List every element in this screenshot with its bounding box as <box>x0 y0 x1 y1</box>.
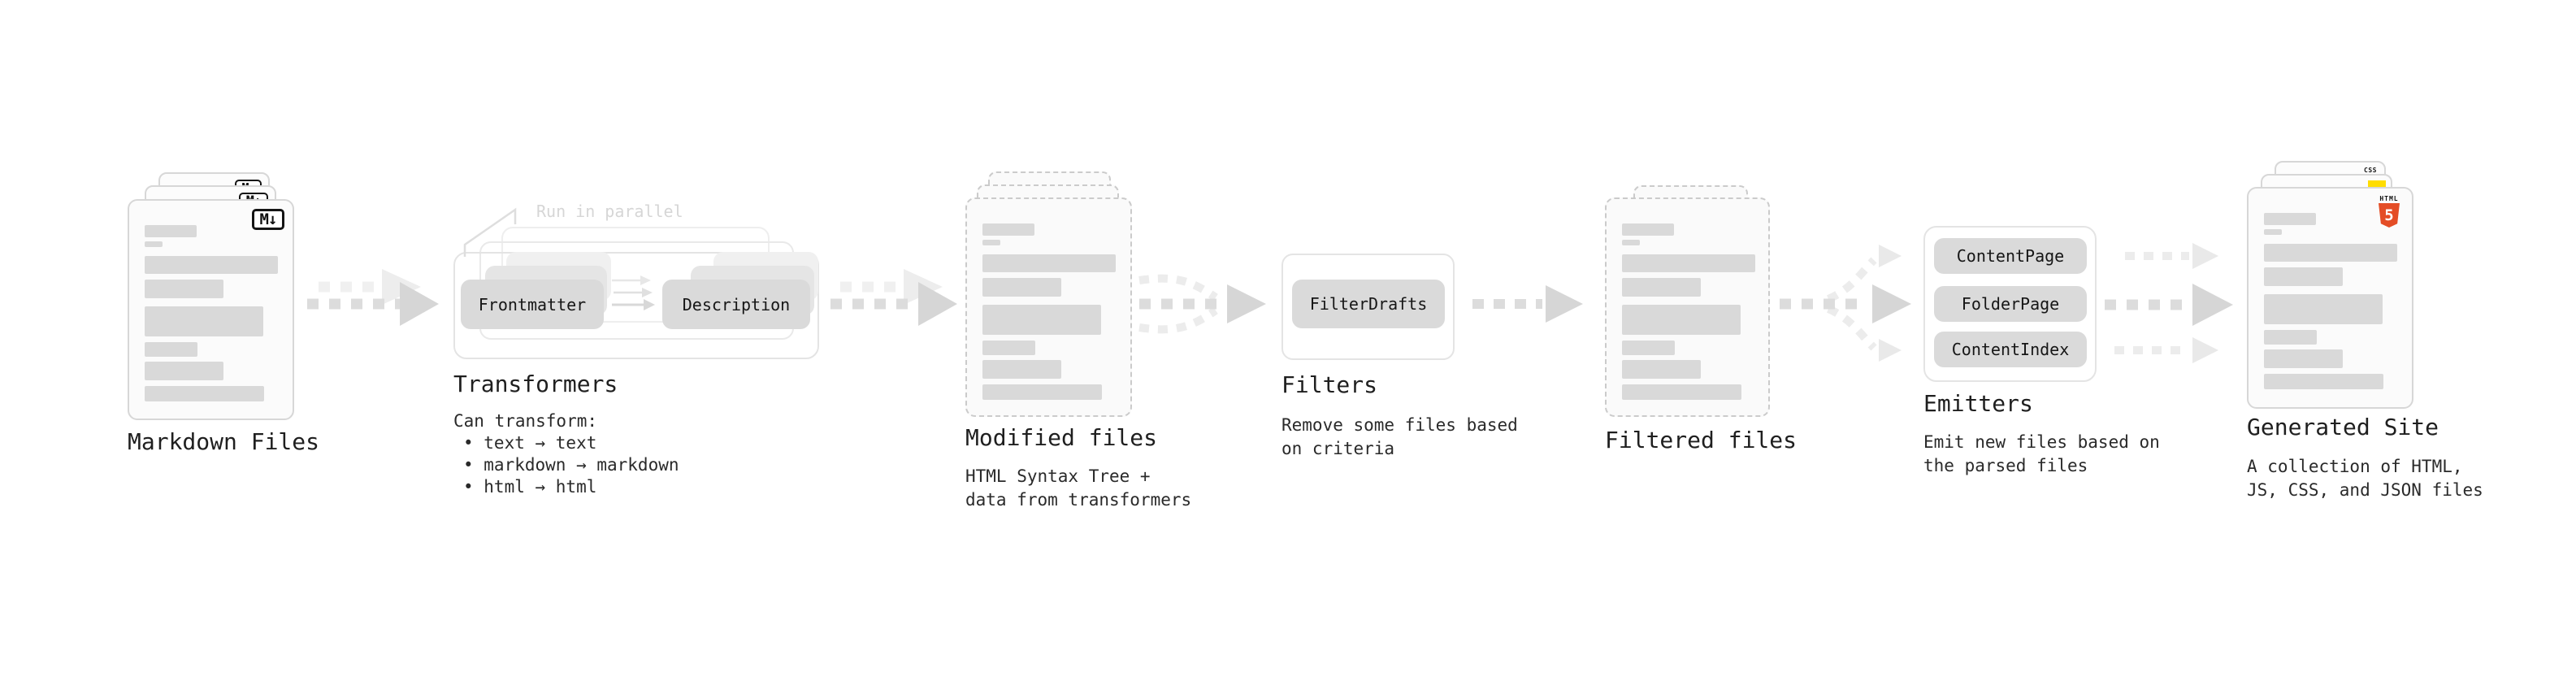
modified-files-description: HTML Syntax Tree + data from transformer… <box>965 466 1192 510</box>
transformer-step-arrow-middle <box>614 288 653 297</box>
arrow-filters-to-filtered <box>1472 285 1583 323</box>
text-placeholder-bar <box>1622 254 1755 272</box>
text-placeholder-bar <box>982 340 1035 355</box>
transformer-run-box-front <box>453 252 819 359</box>
markdown-doc-front: M↓ <box>128 199 294 420</box>
can-transform-title: Can transform: <box>453 411 598 431</box>
generated-doc-html: HTML 5 <box>2247 187 2413 409</box>
text-placeholder-bar <box>2264 330 2317 345</box>
modified-files-label: Modified files <box>965 424 1158 451</box>
text-placeholder-bar <box>2264 267 2343 286</box>
text-placeholder-bar <box>2264 229 2282 235</box>
run-in-parallel-note: Run in parallel <box>536 202 683 221</box>
text-placeholder-bar <box>1622 305 1741 335</box>
contentindex-pill: ContentIndex <box>1934 332 2087 367</box>
arrow-filtered-to-emitters-fan <box>1780 245 1911 362</box>
modified-doc-front <box>965 197 1132 417</box>
text-placeholder-bar <box>1622 223 1674 236</box>
emitters-box <box>1923 226 2097 382</box>
css-icon-text: CSS <box>2364 167 2377 174</box>
text-placeholder-bar <box>982 384 1102 400</box>
text-placeholder-bar <box>982 240 1000 245</box>
html5-icon-shield: 5 <box>2379 203 2400 228</box>
text-placeholder-bar <box>2264 294 2383 324</box>
contentpage-pill: ContentPage <box>1934 238 2087 274</box>
arrow-emitters-to-generated-bottom <box>2114 337 2218 363</box>
text-placeholder-bar <box>1622 384 1741 400</box>
text-placeholder-bar <box>982 254 1116 272</box>
markdown-icon: M↓ <box>252 209 284 230</box>
text-placeholder-bar <box>2264 349 2343 368</box>
text-placeholder-bar <box>1622 278 1701 297</box>
text-placeholder-bar <box>2264 213 2316 225</box>
filtered-doc-front <box>1605 197 1770 417</box>
text-placeholder-bar <box>145 362 223 380</box>
transformers-description: Can transform: • text → text • markdown … <box>453 410 679 498</box>
text-placeholder-bar <box>982 305 1101 335</box>
html5-icon-word: HTML <box>2379 195 2399 202</box>
folderpage-pill: FolderPage <box>1934 286 2087 322</box>
filters-label: Filters <box>1281 371 1378 398</box>
transform-bullet: • html → html <box>463 477 597 497</box>
emitters-description: Emit new files based on the parsed files <box>1923 432 2160 475</box>
generated-site-label: Generated Site <box>2247 414 2439 440</box>
text-placeholder-bar <box>145 241 163 247</box>
arrow-markdown-to-transformers <box>307 282 439 326</box>
text-placeholder-bar <box>982 223 1034 236</box>
text-placeholder-bar <box>145 256 278 274</box>
text-placeholder-bar <box>145 280 223 298</box>
filters-description: Remove some files based on criteria <box>1281 415 1518 458</box>
frontmatter-pill: Frontmatter <box>461 280 604 329</box>
text-placeholder-bar <box>1622 340 1675 355</box>
text-placeholder-bar <box>1622 240 1640 245</box>
transformer-step-arrow-back <box>612 275 651 285</box>
arrow-modified-to-filters-merge <box>1138 274 1266 334</box>
text-placeholder-bar <box>145 342 197 357</box>
arrow-transformers-to-modified <box>830 282 957 326</box>
text-placeholder-bar <box>145 386 264 401</box>
text-placeholder-bar <box>1622 360 1701 379</box>
text-placeholder-bar <box>145 306 263 336</box>
description-pill: Description <box>662 280 810 329</box>
filters-box <box>1281 254 1455 360</box>
transformers-label: Transformers <box>453 371 618 397</box>
transformer-step-arrow-front <box>612 299 655 310</box>
text-placeholder-bar <box>982 278 1061 297</box>
html5-icon: HTML 5 <box>2379 195 2400 228</box>
filtered-files-label: Filtered files <box>1605 427 1798 453</box>
run-in-parallel-leader-line <box>463 207 517 257</box>
transform-bullet: • markdown → markdown <box>463 455 679 475</box>
text-placeholder-bar <box>145 225 197 237</box>
text-placeholder-bar <box>982 360 1061 379</box>
generated-site-description: A collection of HTML, JS, CSS, and JSON … <box>2247 457 2483 500</box>
transform-bullet: • text → text <box>463 433 597 453</box>
emitters-label: Emitters <box>1923 390 2033 417</box>
markdown-files-label: Markdown Files <box>128 428 320 455</box>
arrow-emitters-to-generated-top <box>2125 243 2218 269</box>
filterdrafts-pill: FilterDrafts <box>1292 280 1445 328</box>
text-placeholder-bar <box>2264 374 2383 389</box>
text-placeholder-bar <box>2264 244 2397 262</box>
arrow-emitters-to-generated-middle <box>2105 284 2233 326</box>
